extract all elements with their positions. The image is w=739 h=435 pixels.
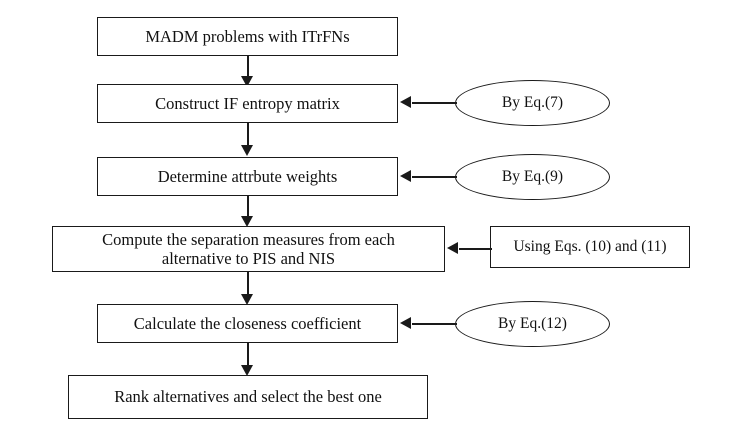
node-rank-label: Rank alternatives and select the best on…	[114, 387, 382, 407]
arrowhead-left-3	[447, 242, 458, 254]
arrowhead-down-4	[241, 294, 253, 305]
connector-closeness-to-rank	[247, 343, 249, 367]
connector-eq12-to-closeness	[412, 323, 457, 325]
node-weights[interactable]: Determine attrbute weights	[97, 157, 398, 196]
connector-entropy-to-weights	[247, 123, 249, 147]
connector-weights-to-separation	[247, 196, 249, 219]
node-weights-label: Determine attrbute weights	[157, 166, 338, 186]
annotation-eq12[interactable]: By Eq.(12)	[455, 301, 610, 347]
node-start[interactable]: MADM problems with ITrFNs	[97, 17, 398, 56]
arrowhead-left-4	[400, 317, 411, 329]
connector-separation-to-closeness	[247, 272, 249, 296]
connector-start-to-entropy	[247, 56, 249, 79]
connector-eq10-to-separation	[459, 248, 492, 250]
arrowhead-down-2	[241, 145, 253, 156]
node-closeness[interactable]: Calculate the closeness coefficient	[97, 304, 398, 343]
node-entropy[interactable]: Construct IF entropy matrix	[97, 84, 398, 123]
annotation-eq10-eq11[interactable]: Using Eqs. (10) and (11)	[490, 226, 690, 268]
annotation-eq9-label: By Eq.(9)	[501, 168, 564, 185]
arrowhead-down-5	[241, 365, 253, 376]
annotation-eq7[interactable]: By Eq.(7)	[455, 80, 610, 126]
annotation-eq7-label: By Eq.(7)	[501, 94, 564, 111]
connector-eq7-to-entropy	[412, 102, 457, 104]
annotation-eq10-eq11-label: Using Eqs. (10) and (11)	[513, 237, 667, 255]
arrowhead-down-3	[241, 216, 253, 227]
arrowhead-down-1	[241, 76, 253, 87]
connector-eq9-to-weights	[412, 176, 457, 178]
annotation-eq12-label: By Eq.(12)	[498, 315, 567, 332]
node-rank[interactable]: Rank alternatives and select the best on…	[68, 375, 428, 419]
node-separation[interactable]: Compute the separation measures from eac…	[52, 226, 445, 272]
arrowhead-left-2	[400, 170, 411, 182]
arrowhead-left-1	[400, 96, 411, 108]
node-start-label: MADM problems with ITrFNs	[145, 26, 350, 46]
node-separation-label-line1: Compute the separation measures from eac…	[102, 229, 395, 249]
node-entropy-label: Construct IF entropy matrix	[155, 93, 340, 113]
annotation-eq9[interactable]: By Eq.(9)	[455, 154, 610, 200]
node-separation-label-line2: alternative to PIS and NIS	[161, 249, 336, 268]
node-closeness-label: Calculate the closeness coefficient	[133, 313, 362, 333]
